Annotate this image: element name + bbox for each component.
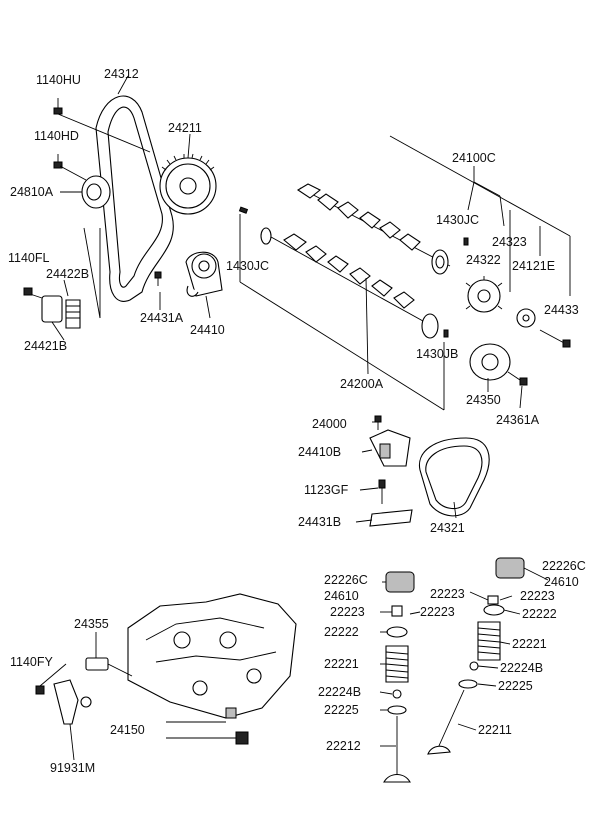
part-number-label: 91931M — [50, 761, 95, 775]
part-number-label: 22224B — [500, 661, 543, 675]
part-number-label: 24121E — [512, 259, 555, 273]
camshaft-exhaust-24100c — [296, 183, 451, 275]
tensioner-spring-24422b — [23, 227, 101, 329]
part-number-label: 22226C — [324, 573, 368, 587]
part-number-label: 22224B — [318, 685, 361, 699]
cylinder-head — [127, 593, 297, 719]
part-number-label: 24410B — [298, 445, 341, 459]
part-number-label: 24200A — [340, 377, 384, 391]
part-number-label: 22211 — [478, 723, 512, 737]
part-number-label: 24431A — [140, 311, 184, 325]
part-number-label: 22225 — [324, 703, 359, 717]
chain-tensioner-24410b — [369, 415, 411, 467]
part-number-label: 22223 — [520, 589, 555, 603]
part-number-label: 1140FL — [8, 251, 50, 265]
part-number-label: 24000 — [312, 417, 347, 431]
camshaft-intake-24200a — [260, 227, 439, 339]
part-number-label: 24211 — [168, 121, 202, 135]
part-number-label: 22221 — [512, 637, 547, 651]
timing-belt — [95, 95, 174, 302]
part-number-label: 24150 — [110, 723, 145, 737]
part-number-label: 22222 — [522, 607, 557, 621]
part-number-label: 24431B — [298, 515, 341, 529]
bracket-91931m — [35, 679, 92, 725]
part-number-label: 24433 — [544, 303, 579, 317]
part-number-label: 1430JC — [436, 213, 479, 227]
part-number-label: 1123GF — [304, 483, 349, 497]
cam-sprocket-24322 — [465, 276, 503, 313]
part-number-label: 22225 — [498, 679, 533, 693]
sprocket-flange-24121e — [516, 308, 536, 328]
part-number-label: 24312 — [104, 67, 139, 81]
part-number-label: 24422B — [46, 267, 89, 281]
part-number-label: 24421B — [24, 339, 67, 353]
part-number-label: 1140FY — [10, 655, 54, 669]
chain-guide-24431b — [369, 479, 413, 527]
part-number-label: 22223 — [420, 605, 455, 619]
part-number-label: 24361A — [496, 413, 540, 427]
part-number-label: 22212 — [326, 739, 361, 753]
bolt-24433 — [539, 329, 571, 348]
camshaft-sprocket-24211 — [159, 153, 217, 215]
part-number-label: 24610 — [324, 589, 359, 603]
part-number-label: 24610 — [544, 575, 579, 589]
bolts-top-left — [53, 98, 151, 181]
sensor-24355 — [85, 657, 133, 677]
part-number-label: 24355 — [74, 617, 109, 631]
part-number-label: 1430JC — [226, 259, 269, 273]
part-number-label: 24410 — [190, 323, 225, 337]
part-number-label: 22223 — [430, 587, 465, 601]
part-number-label: 24323 — [492, 235, 527, 249]
leader-lines — [39, 75, 571, 761]
cvvt-unit-24350 — [469, 343, 528, 386]
part-number-label: 22226C — [542, 559, 586, 573]
part-number-label: 22223 — [330, 605, 365, 619]
chain-24321 — [418, 437, 490, 517]
part-number-label: 1140HU — [36, 73, 81, 87]
plug-24150 — [166, 707, 249, 745]
part-number-label: 1140HD — [34, 129, 79, 143]
part-labels: 1140HU 24312 1140HD 24211 24810A 24100C 1430JC… — [8, 67, 586, 775]
part-number-label: 24810A — [10, 185, 54, 199]
part-number-label: 24321 — [430, 521, 465, 535]
tensioner-24410 — [154, 251, 223, 297]
valve-stack-left — [383, 571, 415, 783]
idler-pulley-24810a — [81, 175, 111, 209]
part-number-label: 24350 — [466, 393, 501, 407]
part-number-label: 22222 — [324, 625, 359, 639]
part-number-label: 24322 — [466, 253, 501, 267]
valve-stack-right — [427, 557, 525, 755]
part-number-label: 24100C — [452, 151, 496, 165]
dowel-pins — [238, 206, 469, 338]
part-number-label: 1430JB — [416, 347, 458, 361]
part-number-label: 22221 — [324, 657, 359, 671]
